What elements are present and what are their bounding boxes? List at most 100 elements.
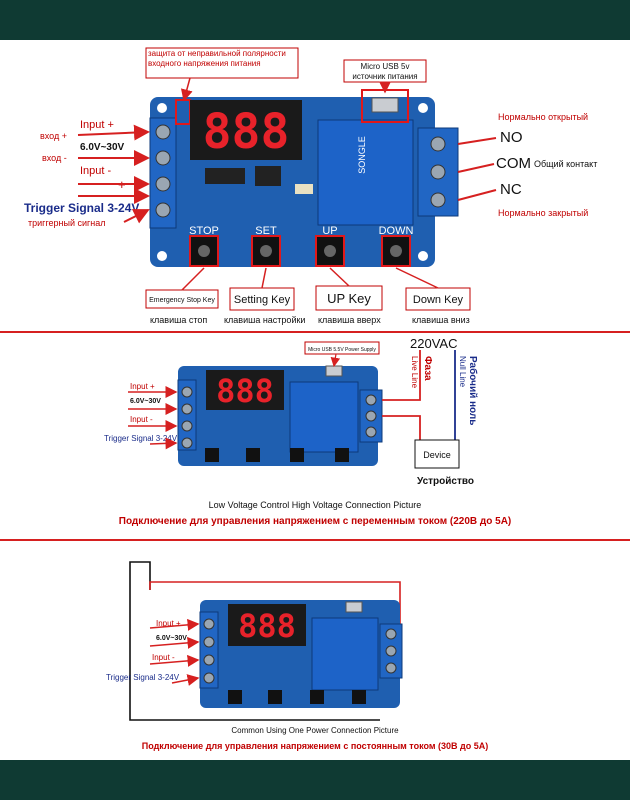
input-plus-label: Input + [130, 382, 155, 391]
relay [311, 617, 379, 691]
terminal-screw [181, 386, 193, 398]
usb-arrow [330, 353, 341, 368]
trigger-label: Trigger Signal 3-24V [104, 434, 178, 443]
ic-chip [205, 168, 245, 184]
set-button[interactable] [251, 235, 281, 267]
polarity-note: защита от неправильной полярности входно… [148, 49, 286, 68]
terminal-screw [430, 164, 446, 180]
led-display [228, 604, 306, 646]
set-button[interactable] [246, 448, 260, 462]
key-stop-leader [181, 267, 205, 291]
key-down-leader [395, 267, 439, 289]
bottom-section: 888 Input + 6.0V~30V Input - Trigger Sig… [106, 561, 488, 751]
no-line [457, 137, 497, 145]
buttons-row: STOP SET UP DOWN [189, 225, 414, 267]
ru-set: клавиша настройки [224, 315, 305, 325]
voltage-label: 6.0V~30V [130, 398, 161, 405]
live-en: Live Line [410, 356, 419, 389]
terminal-screw [155, 150, 171, 166]
led-component [295, 184, 313, 194]
polarity-arrow [180, 77, 193, 102]
com-line [457, 163, 495, 173]
input-plus-label: Input + [80, 119, 114, 131]
down-button[interactable] [352, 690, 366, 704]
no-label: NO [500, 129, 523, 146]
trigger-arrow-2 [123, 209, 150, 224]
set-button[interactable] [268, 690, 282, 704]
terminal-screw [181, 437, 193, 449]
display-digits: 888 [238, 607, 296, 645]
nc-ru: Нормально закрытый [498, 208, 588, 218]
terminal-screw [430, 136, 446, 152]
usb-port [345, 601, 363, 613]
input-terminal-block [199, 611, 219, 689]
voltage-label: 6.0V~30V [80, 142, 125, 153]
wiring-diagram: 888 SONGLE STOP SET UP DOWN [0, 47, 630, 751]
bottom-frame-band [0, 760, 630, 800]
wire-arrow [149, 654, 200, 667]
wire-arrow [149, 618, 200, 631]
down-button[interactable] [335, 448, 349, 462]
diagram-sheet: 888 SONGLE STOP SET UP DOWN [0, 40, 630, 760]
common-negative-wire [129, 561, 380, 721]
usb-port [371, 97, 399, 113]
null-en: Null Line [458, 356, 467, 388]
wire-arrow [149, 636, 200, 649]
device-box [414, 439, 460, 469]
mount-hole [418, 251, 428, 261]
ru-down: клавиша вниз [412, 315, 470, 325]
ru-stop: клавиша стоп [150, 315, 207, 325]
mount-hole [157, 251, 167, 261]
null-ru: Рабочий ноль [467, 356, 479, 425]
usb-title: Micro USB 5v [361, 62, 410, 71]
terminal-screw [203, 654, 215, 666]
terminal-screw [365, 426, 377, 438]
terminal-screw [365, 410, 377, 422]
bottom-caption: Common Using One Power Connection Pictur… [231, 726, 399, 735]
relay [289, 381, 359, 453]
input-plus-arrow [77, 124, 150, 141]
terminal-screw [365, 394, 377, 406]
up-silk: UP [322, 225, 337, 237]
stop-button[interactable] [205, 448, 219, 462]
usb-sub: источник питания [352, 72, 417, 81]
terminal-screw [385, 628, 397, 640]
key-down-label: Down Key [413, 294, 464, 306]
terminal-screw [385, 662, 397, 674]
live-wire-device [382, 415, 421, 440]
up-button[interactable] [310, 690, 324, 704]
stop-button[interactable] [228, 690, 242, 704]
wire-arrow [171, 674, 200, 686]
up-button[interactable] [290, 448, 304, 462]
terminal-screw [155, 176, 171, 192]
wire-arrow [149, 437, 178, 450]
button-cap [198, 245, 210, 257]
terminal-screw [430, 192, 446, 208]
nc-label: NC [500, 181, 522, 198]
com-ru: Общий контакт [534, 159, 597, 169]
display-digits: 888 [203, 104, 290, 160]
terminal-screw [203, 618, 215, 630]
top-section: 888 SONGLE STOP SET UP DOWN [24, 47, 597, 325]
terminal-screw [181, 403, 193, 415]
led-display [206, 370, 284, 410]
trigger-ru: триггерный сигнал [28, 218, 106, 228]
input-minus-label: Input - [80, 165, 112, 177]
middle-caption: Low Voltage Control High Voltage Connect… [209, 500, 422, 510]
usb-note: Micro USB 5.5V Power Supply [308, 347, 376, 353]
key-set-label: Setting Key [234, 294, 291, 306]
down-silk: DOWN [379, 225, 414, 237]
key-stop-label: Emergency Stop Key [149, 297, 215, 304]
key-up-label: UP Key [327, 291, 371, 306]
key-set-leader [261, 267, 267, 289]
ru-up: клавиша вверх [318, 315, 381, 325]
usb-note-box [304, 341, 380, 355]
usb-port [325, 365, 343, 377]
terminal-screw [385, 645, 397, 657]
relay-brand: SONGLE [357, 136, 367, 174]
set-silk: SET [255, 225, 277, 237]
terminal-screw [203, 672, 215, 684]
middle-caption-ru: Подключение для управления напряжением с… [119, 516, 512, 527]
ru-input-minus: вход - [42, 153, 67, 163]
terminal-screw [155, 124, 171, 140]
